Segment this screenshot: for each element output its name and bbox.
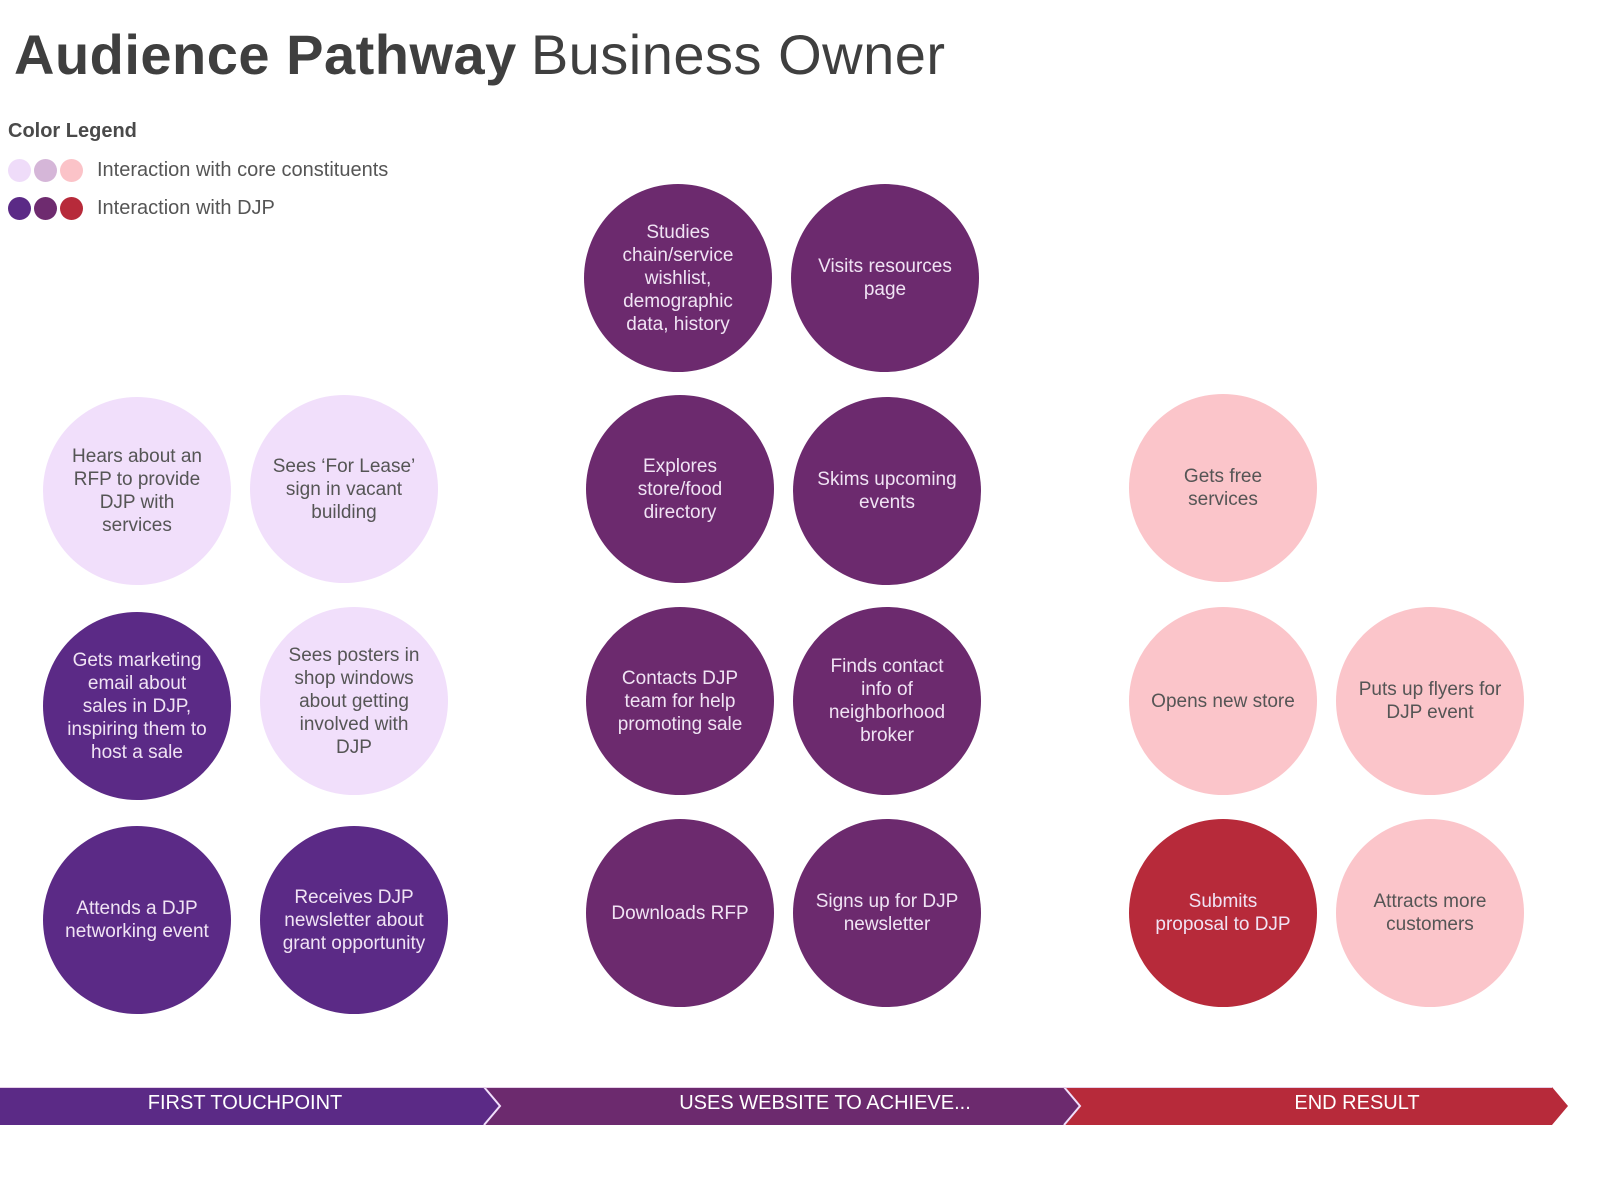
node-label: Attracts more customers: [1373, 891, 1487, 935]
node-gets-free-services: Gets free services: [1129, 394, 1317, 582]
node-gets-marketing-email: Gets marketing email about sales in DJP,…: [43, 612, 231, 800]
node-finds-broker: Finds contact info of neighborhood broke…: [793, 607, 981, 795]
legend-row-core: Interaction with core constituents: [8, 159, 388, 182]
stage-label-uses-website: USES WEBSITE TO ACHIEVE...: [679, 1092, 971, 1114]
legend-swatch-icon: [60, 197, 83, 220]
node-label: Attends a DJP networking event: [65, 898, 209, 942]
node-label: Signs up for DJP newsletter: [815, 891, 959, 935]
node-label: Contacts DJP team for help promoting sal…: [617, 667, 743, 735]
node-label: Receives DJP newsletter about grant oppo…: [282, 886, 426, 954]
node-label: Finds contact info of neighborhood broke…: [828, 656, 946, 746]
node-label: Hears about an RFP to provide DJP with s…: [72, 446, 202, 536]
node-hears-rfp: Hears about an RFP to provide DJP with s…: [43, 397, 231, 585]
node-sees-posters: Sees posters in shop windows about getti…: [260, 607, 448, 795]
node-opens-store: Opens new store: [1129, 607, 1317, 795]
legend-swatch-icon: [8, 159, 31, 182]
legend-swatch-icon: [34, 197, 57, 220]
node-contacts-team: Contacts DJP team for help promoting sal…: [586, 607, 774, 795]
node-signs-up-newsletter: Signs up for DJP newsletter: [793, 819, 981, 1007]
node-receives-newsletter: Receives DJP newsletter about grant oppo…: [260, 826, 448, 1014]
node-label: Submits proposal to DJP: [1155, 891, 1291, 935]
node-attracts-customers: Attracts more customers: [1336, 819, 1524, 1007]
node-sees-for-lease: Sees ‘For Lease’ sign in vacant building: [250, 395, 438, 583]
title-subtitle: Business Owner: [530, 23, 946, 86]
legend-swatch-icon: [34, 159, 57, 182]
chevron-divider-icon: [483, 1087, 502, 1125]
stage-bar: [0, 1087, 1600, 1125]
legend-heading: Color Legend: [8, 120, 137, 142]
node-label: Sees ‘For Lease’ sign in vacant building: [272, 455, 416, 523]
legend-row-djp: Interaction with DJP: [8, 197, 275, 220]
node-label: Skims upcoming events: [817, 469, 957, 513]
title-bold: Audience Pathway: [14, 23, 517, 86]
stage-segment-end-result: [1064, 1087, 1568, 1125]
node-label: Sees posters in shop windows about getti…: [288, 644, 420, 758]
node-studies-wishlist: Studies chain/service wishlist, demograp…: [584, 184, 772, 372]
node-label: Downloads RFP: [611, 902, 749, 924]
stage-label-end-result: END RESULT: [1294, 1092, 1420, 1114]
legend-swatch-icon: [60, 159, 83, 182]
legend-label-djp: Interaction with DJP: [97, 197, 275, 219]
legend-label-core: Interaction with core constituents: [97, 159, 389, 181]
node-skims-events: Skims upcoming events: [793, 397, 981, 585]
node-label: Studies chain/service wishlist, demograp…: [622, 221, 734, 335]
node-visits-resources: Visits resources page: [791, 184, 979, 372]
stage-segment-first-touchpoint: [0, 1087, 500, 1125]
node-submits-proposal: Submits proposal to DJP: [1129, 819, 1317, 1007]
node-attends-networking: Attends a DJP networking event: [43, 826, 231, 1014]
node-puts-up-flyers: Puts up flyers for DJP event: [1336, 607, 1524, 795]
chevron-divider-icon: [1063, 1087, 1082, 1125]
node-label: Gets marketing email about sales in DJP,…: [67, 649, 207, 763]
node-downloads-rfp: Downloads RFP: [586, 819, 774, 1007]
node-label: Puts up flyers for DJP event: [1358, 679, 1502, 723]
node-label: Opens new store: [1151, 690, 1295, 712]
node-label: Gets free services: [1183, 466, 1263, 510]
legend-swatch-icon: [8, 197, 31, 220]
stage-label-first-touchpoint: FIRST TOUCHPOINT: [147, 1092, 343, 1114]
node-label: Visits resources page: [818, 256, 952, 300]
node-explores-directory: Explores store/food directory: [586, 395, 774, 583]
node-label: Explores store/food directory: [637, 455, 723, 523]
stage-segment-uses-website: [484, 1087, 1080, 1125]
